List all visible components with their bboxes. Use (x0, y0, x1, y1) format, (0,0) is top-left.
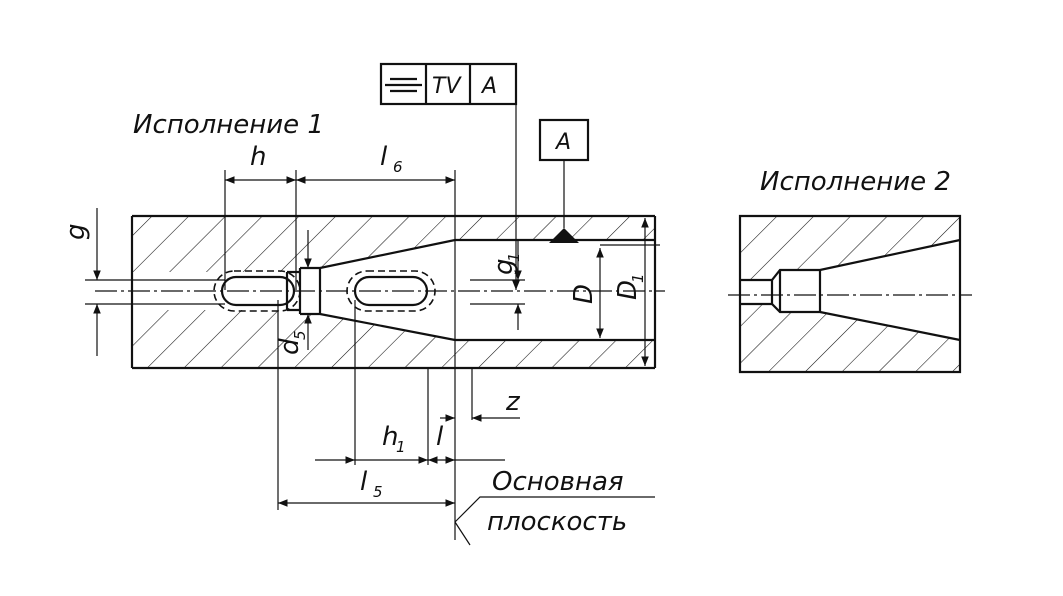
svg-text:5: 5 (291, 330, 309, 340)
label-l6: l 6 (380, 142, 403, 176)
variant-1-outline (130, 214, 657, 370)
svg-text:h: h (382, 422, 398, 452)
tolerance-label: TV (432, 74, 462, 99)
label-z: z (505, 387, 521, 417)
svg-text:1: 1 (629, 273, 647, 283)
svg-text:1: 1 (396, 438, 406, 456)
slot-left (220, 275, 296, 307)
label-l5: l 5 (360, 467, 383, 501)
svg-text:D: D (569, 284, 599, 304)
dimensions-variant-1 (85, 170, 660, 546)
datum-box: A (538, 118, 590, 243)
svg-text:1: 1 (505, 252, 523, 262)
variant-1-upper-hatch (132, 216, 655, 272)
svg-text:6: 6 (393, 158, 403, 176)
label-h1: h 1 (382, 422, 406, 456)
label-d5: d 5 (275, 330, 309, 355)
svg-text:h: h (250, 142, 266, 172)
symmetry-icon (385, 77, 422, 93)
base-plane-leader (454, 496, 655, 546)
slot-left-dashed (213, 270, 301, 312)
svg-text:g: g (61, 223, 91, 240)
variant-2-section (728, 214, 972, 374)
leader-label-line2: плоскость (487, 507, 627, 537)
svg-text:5: 5 (373, 483, 383, 501)
label-D: D (569, 284, 599, 304)
label-h: h (250, 142, 266, 172)
leader-label-line1: Основная (492, 467, 624, 497)
datum-box-label: A (554, 130, 571, 155)
slot-right (353, 275, 429, 307)
label-l: l (436, 422, 444, 452)
frame-datum-label: A (480, 74, 497, 99)
label-g1: g 1 (489, 252, 523, 275)
feature-control-frame: TV A (379, 62, 520, 290)
svg-text:l: l (380, 142, 388, 172)
datum-triangle-icon (549, 228, 579, 243)
variant-1-title: Исполнение 1 (133, 110, 324, 140)
svg-text:D: D (613, 280, 643, 300)
svg-text:g: g (489, 258, 519, 275)
slot-right-dashed (346, 270, 436, 312)
svg-text:l: l (436, 422, 444, 452)
label-D1: D 1 (613, 273, 647, 300)
svg-text:l: l (360, 467, 368, 497)
svg-text:d: d (275, 338, 305, 355)
label-g: g (61, 223, 91, 240)
svg-text:z: z (505, 387, 521, 417)
variant-2-title: Исполнение 2 (760, 167, 951, 197)
variant-1-lower-hatch (132, 310, 655, 368)
